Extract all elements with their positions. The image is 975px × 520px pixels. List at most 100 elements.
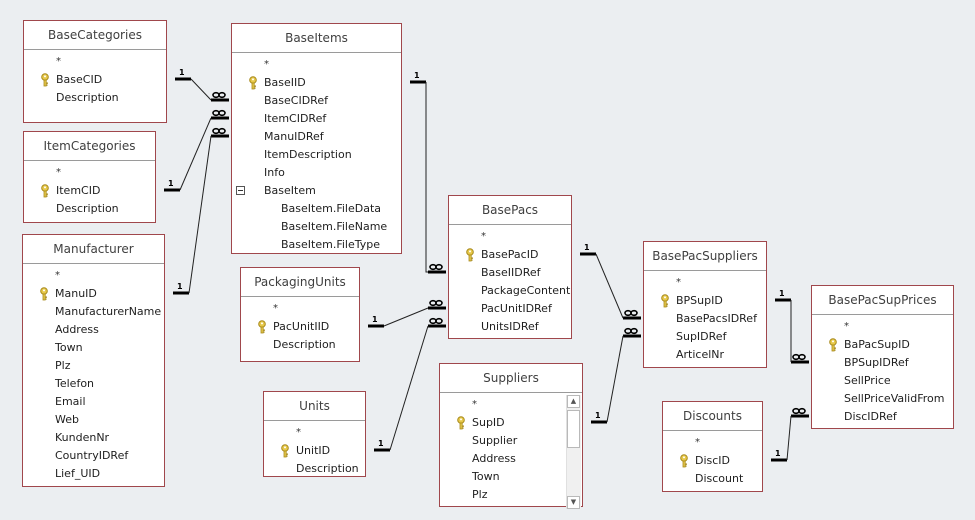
scroll-up-arrow-icon[interactable]: ▲ (567, 395, 580, 408)
table-title[interactable]: Units (264, 392, 365, 421)
field-address[interactable]: Address (23, 321, 164, 339)
relationship-base-items-to-base-pacs[interactable]: 1 (410, 71, 446, 274)
field-all-columns[interactable]: * (241, 300, 359, 318)
field-info[interactable]: Info (232, 164, 401, 182)
table-title[interactable]: Suppliers (440, 364, 582, 393)
field-item-cid[interactable]: ItemCID (24, 182, 155, 200)
field-pac-unit-iid[interactable]: PacUnitIID (241, 318, 359, 336)
field-base-pacs-idref[interactable]: BasePacsIDRef (644, 310, 766, 328)
field-units-idref[interactable]: UnitsIDRef (449, 318, 571, 336)
field-disc-id[interactable]: DiscID (663, 452, 762, 470)
field-base-item-file-name[interactable]: BaseItem.FileName (232, 218, 401, 236)
field-all-columns[interactable]: * (232, 56, 401, 74)
field-plz[interactable]: Plz (23, 357, 164, 375)
relationship-base-categories-to-base-items[interactable]: 1 (175, 68, 229, 102)
field-articel-nr[interactable]: ArticelNr (644, 346, 766, 364)
field-town[interactable]: Town (23, 339, 164, 357)
field-manufacturer-name[interactable]: ManufacturerName (23, 303, 164, 321)
field-all-columns[interactable]: * (264, 424, 365, 442)
field-web[interactable]: Web (23, 411, 164, 429)
table-title[interactable]: BasePacs (449, 196, 571, 225)
table-title[interactable]: BaseCategories (24, 21, 166, 50)
field-kunden-nr[interactable]: KundenNr (23, 429, 164, 447)
relationship-discounts-to-base-pac-sup-prices[interactable]: 1 (771, 407, 809, 462)
field-pac-unit-idref[interactable]: PacUnitIDRef (449, 300, 571, 318)
table-title[interactable]: Discounts (663, 402, 762, 431)
field-base-pac-id[interactable]: BasePacID (449, 246, 571, 264)
table-title[interactable]: BasePacSuppliers (644, 242, 766, 271)
field-discount[interactable]: Discount (663, 470, 762, 488)
relationship-base-pac-suppliers-to-base-pac-sup-prices[interactable]: 1 (775, 289, 809, 364)
field-lief-uid[interactable]: Lief_UID (23, 465, 164, 483)
relationship-base-pacs-to-base-pac-suppliers[interactable]: 1 (580, 243, 641, 320)
field-telefon[interactable]: Telefon (23, 375, 164, 393)
field-unit-id[interactable]: UnitID (264, 442, 365, 460)
field-base-cidref[interactable]: BaseCIDRef (232, 92, 401, 110)
table-title[interactable]: BaseItems (232, 24, 401, 53)
field-sup-id[interactable]: SupID (440, 414, 582, 432)
vertical-scrollbar[interactable]: ▲▼ (566, 395, 581, 509)
field-bpsup-idref[interactable]: BPSupIDRef (812, 354, 953, 372)
field-base-item-file-type[interactable]: BaseItem.FileType (232, 236, 401, 254)
field-bpsup-id[interactable]: BPSupID (644, 292, 766, 310)
field-description[interactable]: Description (241, 336, 359, 354)
scroll-thumb[interactable] (567, 410, 580, 448)
field-town[interactable]: Town (440, 468, 582, 486)
field-all-columns[interactable]: * (440, 396, 582, 414)
field-description[interactable]: Description (264, 460, 365, 478)
field-base-item[interactable]: BaseItem (232, 182, 401, 200)
field-all-columns[interactable]: * (449, 228, 571, 246)
relationship-units-to-base-pacs[interactable]: 1 (374, 317, 446, 452)
field-item-description[interactable]: ItemDescription (232, 146, 401, 164)
field-country-idref[interactable]: CountryIDRef (23, 447, 164, 465)
field-base-item-file-data[interactable]: BaseItem.FileData (232, 200, 401, 218)
field-supplier[interactable]: Supplier (440, 432, 582, 450)
field-all-columns[interactable]: * (812, 318, 953, 336)
field-all-columns[interactable]: * (24, 164, 155, 182)
infinity-loop-right (218, 91, 226, 99)
relationship-packaging-units-to-base-pacs[interactable]: 1 (368, 299, 446, 328)
field-sell-price-valid-from[interactable]: SellPriceValidFrom (812, 390, 953, 408)
scroll-down-arrow-icon[interactable]: ▼ (567, 496, 580, 509)
field-all-columns[interactable]: * (23, 267, 164, 285)
field-ba-pac-sup-id[interactable]: BaPacSupID (812, 336, 953, 354)
field-base-iidref[interactable]: BaseIIDRef (449, 264, 571, 282)
field-all-columns[interactable]: * (24, 53, 166, 71)
field-package-content[interactable]: PackageContent (449, 282, 571, 300)
field-description[interactable]: Description (24, 200, 155, 218)
field-base-iid[interactable]: BaseIID (232, 74, 401, 92)
field-manu-id[interactable]: ManuID (23, 285, 164, 303)
relationship-item-categories-to-base-items[interactable]: 1 (164, 109, 229, 192)
field-description[interactable]: Description (24, 89, 166, 107)
relationship-suppliers-to-base-pac-suppliers[interactable]: 1 (591, 327, 641, 424)
relationship-manufacturer-to-base-items[interactable]: 1 (173, 127, 229, 295)
field-plz[interactable]: Plz (440, 486, 582, 504)
table-title[interactable]: PackagingUnits (241, 268, 359, 297)
field-manu-idref[interactable]: ManuIDRef (232, 128, 401, 146)
field-all-columns[interactable]: * (644, 274, 766, 292)
collapse-icon[interactable] (236, 186, 245, 195)
field-name: Plz (55, 359, 71, 372)
field-item-cidref[interactable]: ItemCIDRef (232, 110, 401, 128)
table-title[interactable]: Manufacturer (23, 235, 164, 264)
field-all-columns[interactable]: * (663, 434, 762, 452)
field-address[interactable]: Address (440, 450, 582, 468)
field-sup-idref[interactable]: SupIDRef (644, 328, 766, 346)
field-base-cid[interactable]: BaseCID (24, 71, 166, 89)
field-sell-price[interactable]: SellPrice (812, 372, 953, 390)
field-email[interactable]: Email (23, 393, 164, 411)
table-title[interactable]: BasePacSupPrices (812, 286, 953, 315)
table-title[interactable]: ItemCategories (24, 132, 155, 161)
field-disc-idref[interactable]: DiscIDRef (812, 408, 953, 426)
